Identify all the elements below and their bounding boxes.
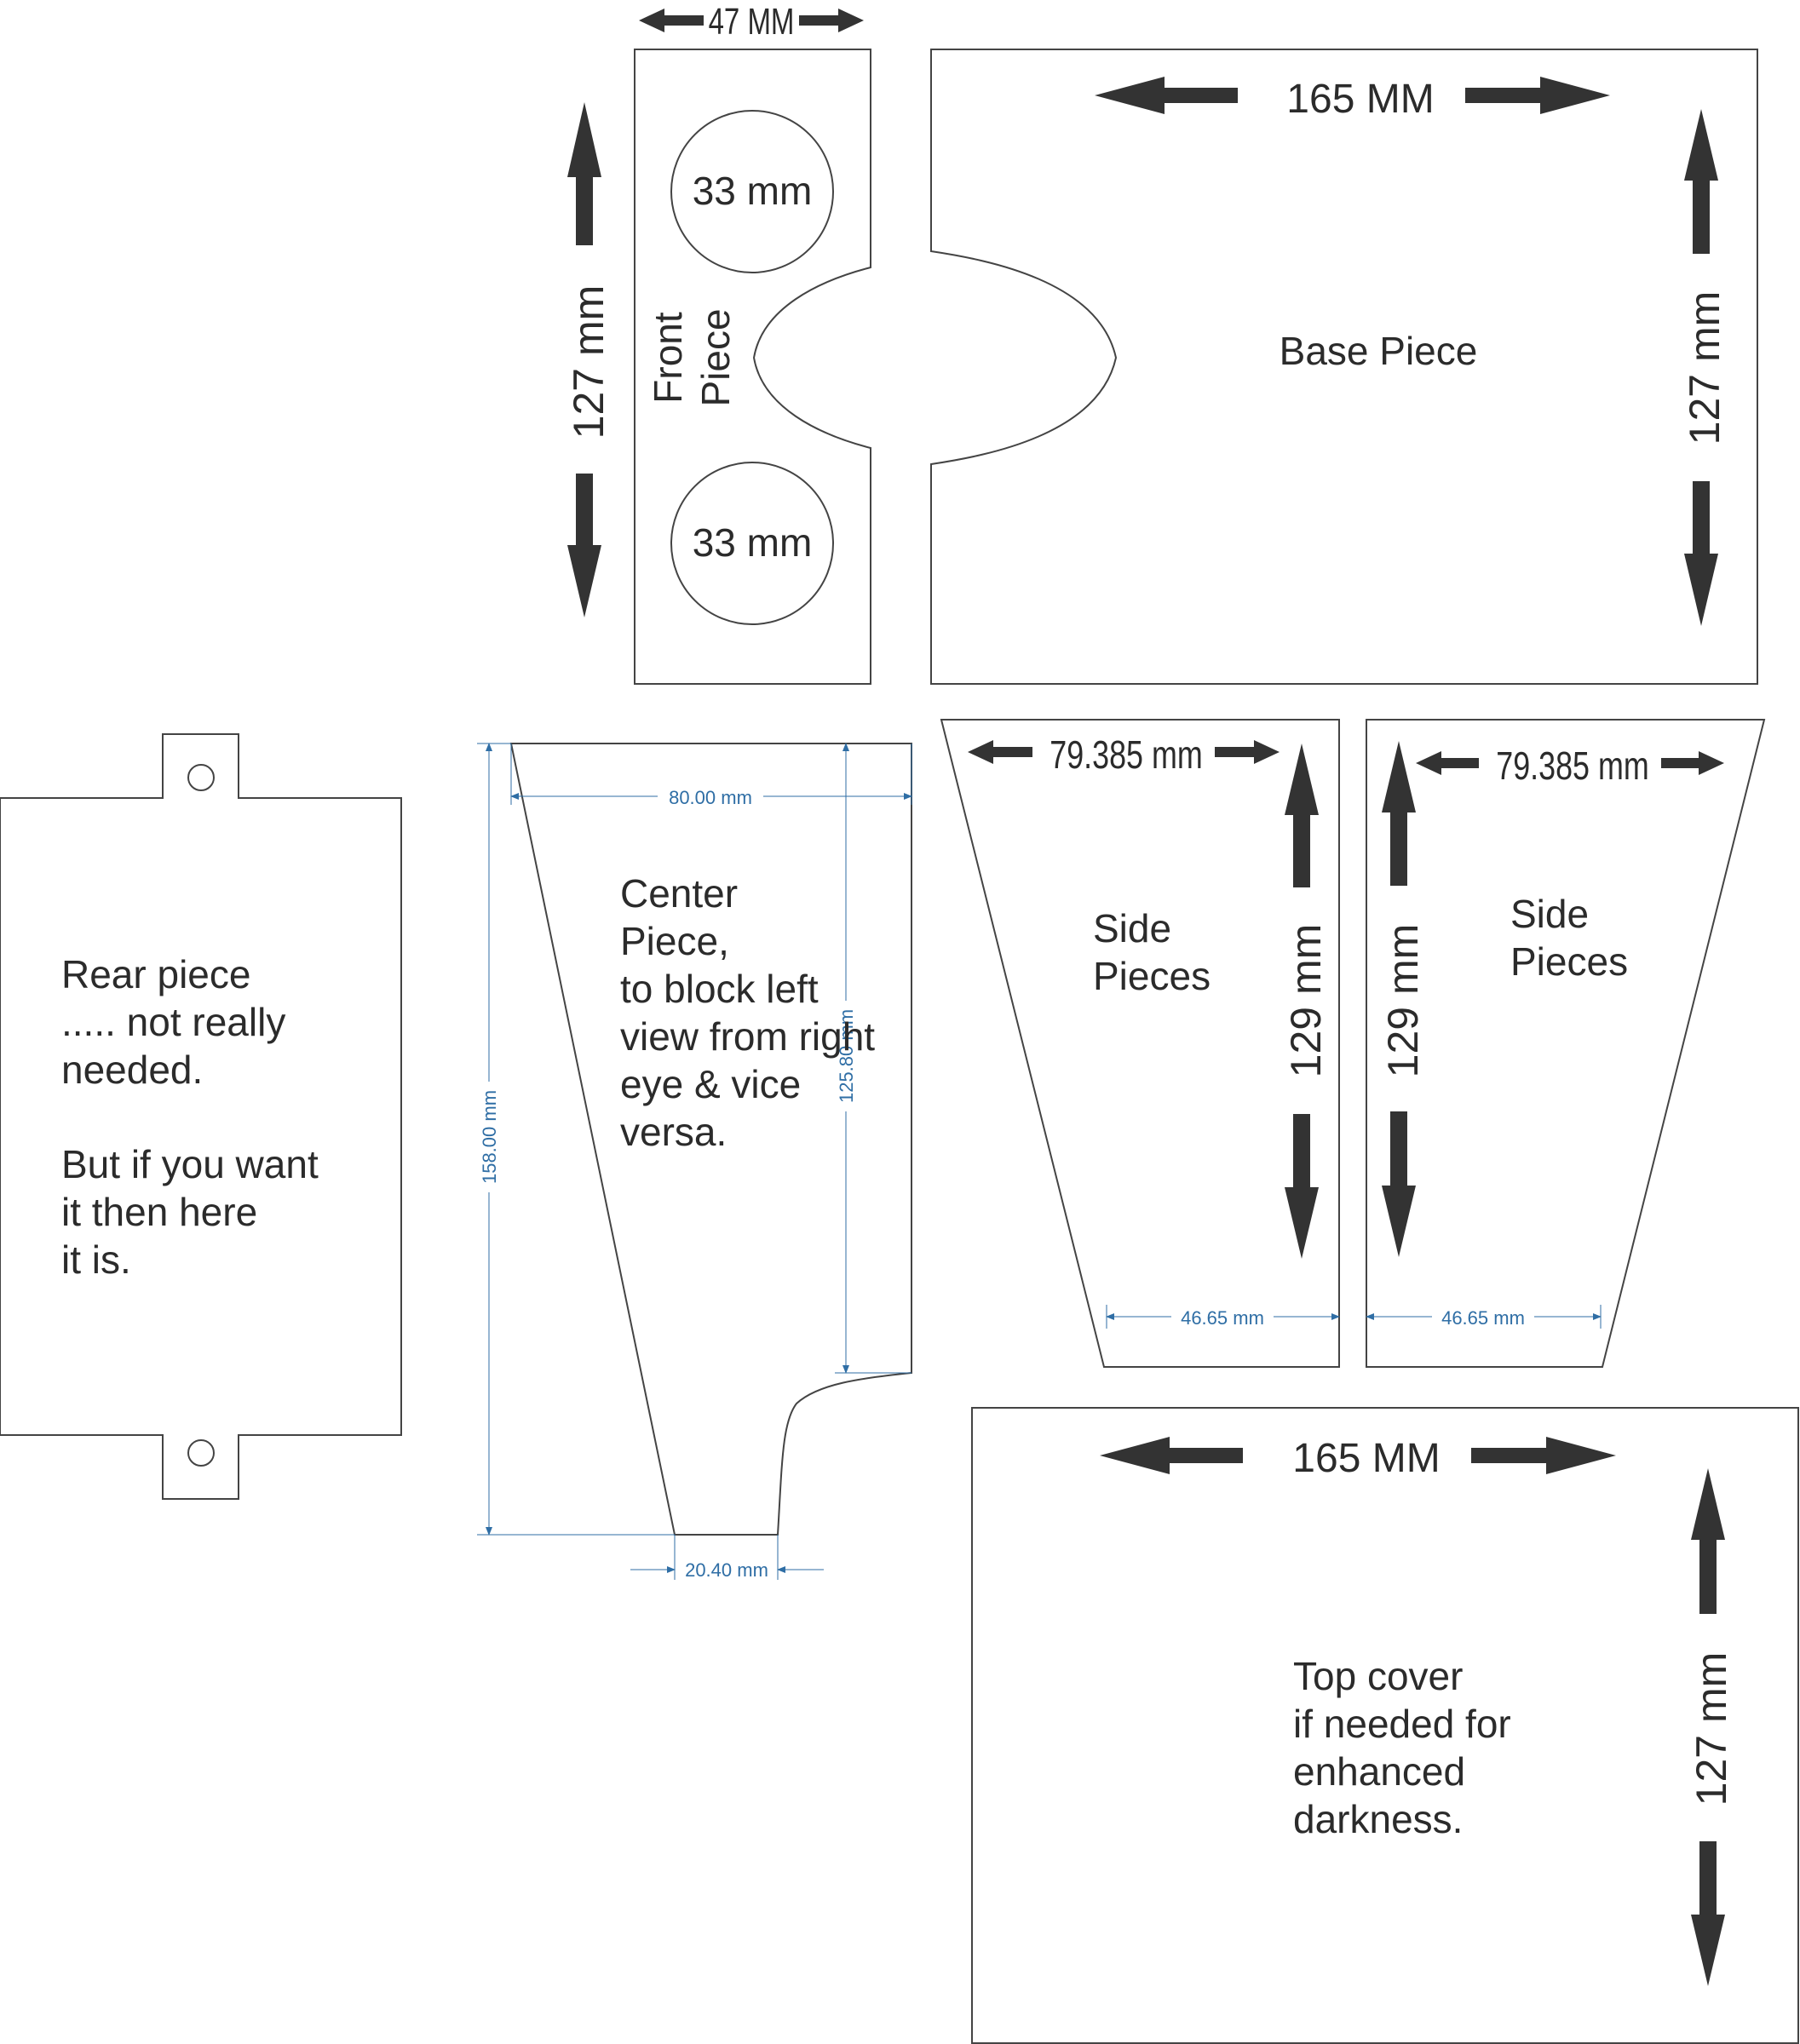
side-left-width-arrow-left: [968, 740, 1032, 764]
front-width-arrow-right: [799, 9, 864, 32]
front-height-arrow-down: [567, 474, 601, 617]
side-left-height-arrow-down: [1285, 1114, 1319, 1259]
front-width-arrow-left: [639, 9, 704, 32]
hole-bottom-label: 33 mm: [693, 520, 813, 565]
side-piece-left: 79.385 mm 129 mm Side Pieces 46.65 mm: [940, 719, 1340, 1368]
side-right-label-line2: Pieces: [1510, 939, 1628, 984]
rear-line-5: But if you want: [61, 1142, 319, 1186]
side-left-height-arrow-up: [1285, 744, 1319, 887]
front-width-label: 47 MM: [709, 2, 795, 43]
side-left-width-label: 79.385 mm: [1050, 733, 1202, 777]
base-height-arrow-up: [1684, 109, 1718, 254]
center-piece-outline: [509, 743, 912, 1536]
rear-line-7: it is.: [61, 1237, 131, 1282]
front-height-arrow-up: [567, 102, 601, 245]
side-left-bottom-dim: 46.65 mm: [1181, 1307, 1264, 1329]
side-right-height-label: 129 mm: [1379, 924, 1427, 1078]
base-width-arrow-left: [1095, 77, 1238, 114]
center-piece: 80.00 mm 158.00 mm 125.80 mm 20.40 mm Ce…: [477, 743, 912, 1581]
base-piece-label: Base Piece: [1280, 329, 1478, 373]
center-piece-text: Center Piece, to block left view from ri…: [620, 871, 886, 1154]
top-cover: 165 MM 127 mm Top cover if needed for en…: [971, 1407, 1799, 2044]
side-right-bottom-dim: 46.65 mm: [1441, 1307, 1525, 1329]
rear-line-6: it then here: [61, 1190, 257, 1234]
side-right-height-arrow-down: [1382, 1111, 1416, 1257]
rear-piece-outline: [0, 733, 402, 1500]
rear-piece-text: Rear piece ..... not really needed. But …: [61, 952, 330, 1282]
rear-mount-hole-bottom: [187, 1439, 215, 1467]
base-height-label: 127 mm: [1681, 291, 1728, 445]
base-width-arrow-right: [1465, 77, 1610, 114]
rear-line-1: Rear piece: [61, 952, 250, 996]
side-right-label-line1: Side: [1510, 892, 1589, 936]
center-dim-right: 125.80 mm: [836, 1009, 857, 1103]
top-cover-line-3: enhanced: [1293, 1749, 1465, 1794]
top-height-arrow-up: [1691, 1468, 1725, 1614]
center-line-2: Piece,: [620, 919, 729, 963]
top-cover-line-1: Top cover: [1293, 1654, 1463, 1698]
top-width-arrow-right: [1471, 1437, 1616, 1474]
center-line-6: versa.: [620, 1110, 727, 1154]
center-line-1: Center: [620, 871, 738, 916]
side-right-width-arrow-left: [1416, 751, 1479, 775]
top-cover-line-4: darkness.: [1293, 1797, 1463, 1841]
center-dim-left: 158.00 mm: [479, 1090, 500, 1184]
top-cover-line-2: if needed for: [1293, 1702, 1511, 1746]
side-left-width-arrow-right: [1215, 740, 1280, 764]
base-piece-outline: [930, 49, 1758, 685]
front-piece-label-line2: Piece: [693, 308, 738, 406]
lens-hole-bottom: [670, 462, 834, 625]
center-line-3: to block left: [620, 967, 819, 1011]
front-height-label: 127 mm: [565, 285, 612, 439]
base-height-arrow-down: [1684, 481, 1718, 626]
lens-hole-top: [670, 110, 834, 273]
top-cover-outline: [971, 1407, 1799, 2044]
side-right-width-label: 79.385 mm: [1496, 744, 1648, 788]
rear-line-2: ..... not really: [61, 1000, 285, 1044]
top-height-label: 127 mm: [1688, 1652, 1735, 1806]
side-piece-right: 79.385 mm 129 mm Side Pieces 46.65 mm: [1366, 719, 1766, 1368]
side-right-width-arrow-right: [1661, 751, 1724, 775]
front-piece-label-line1: Front: [646, 312, 690, 404]
side-right-height-arrow-up: [1382, 741, 1416, 886]
top-cover-text: Top cover if needed for enhanced darknes…: [1293, 1654, 1522, 1841]
center-line-5: eye & vice: [620, 1062, 801, 1106]
center-dim-bottom: 20.40 mm: [685, 1559, 768, 1581]
base-piece: Base Piece 165 MM 127 mm: [930, 49, 1758, 685]
center-dim-top: 80.00 mm: [669, 787, 752, 808]
rear-piece: Rear piece ..... not really needed. But …: [0, 733, 402, 1500]
side-left-label-line1: Side: [1093, 906, 1171, 950]
rear-mount-hole-top: [187, 764, 215, 791]
top-height-arrow-down: [1691, 1841, 1725, 1986]
top-width-label: 165 MM: [1292, 1436, 1440, 1481]
front-piece: 33 mm 33 mm Front Piece 47 MM 127 mm: [565, 2, 871, 685]
top-width-arrow-left: [1100, 1437, 1243, 1474]
side-piece-right-outline: [1366, 719, 1766, 1368]
center-line-4: view from right: [620, 1014, 875, 1059]
side-left-height-label: 129 mm: [1282, 924, 1330, 1078]
side-left-label-line2: Pieces: [1093, 954, 1211, 998]
base-width-label: 165 MM: [1286, 77, 1434, 122]
hole-top-label: 33 mm: [693, 169, 813, 213]
side-piece-left-outline: [940, 719, 1340, 1368]
rear-line-3: needed.: [61, 1048, 203, 1092]
